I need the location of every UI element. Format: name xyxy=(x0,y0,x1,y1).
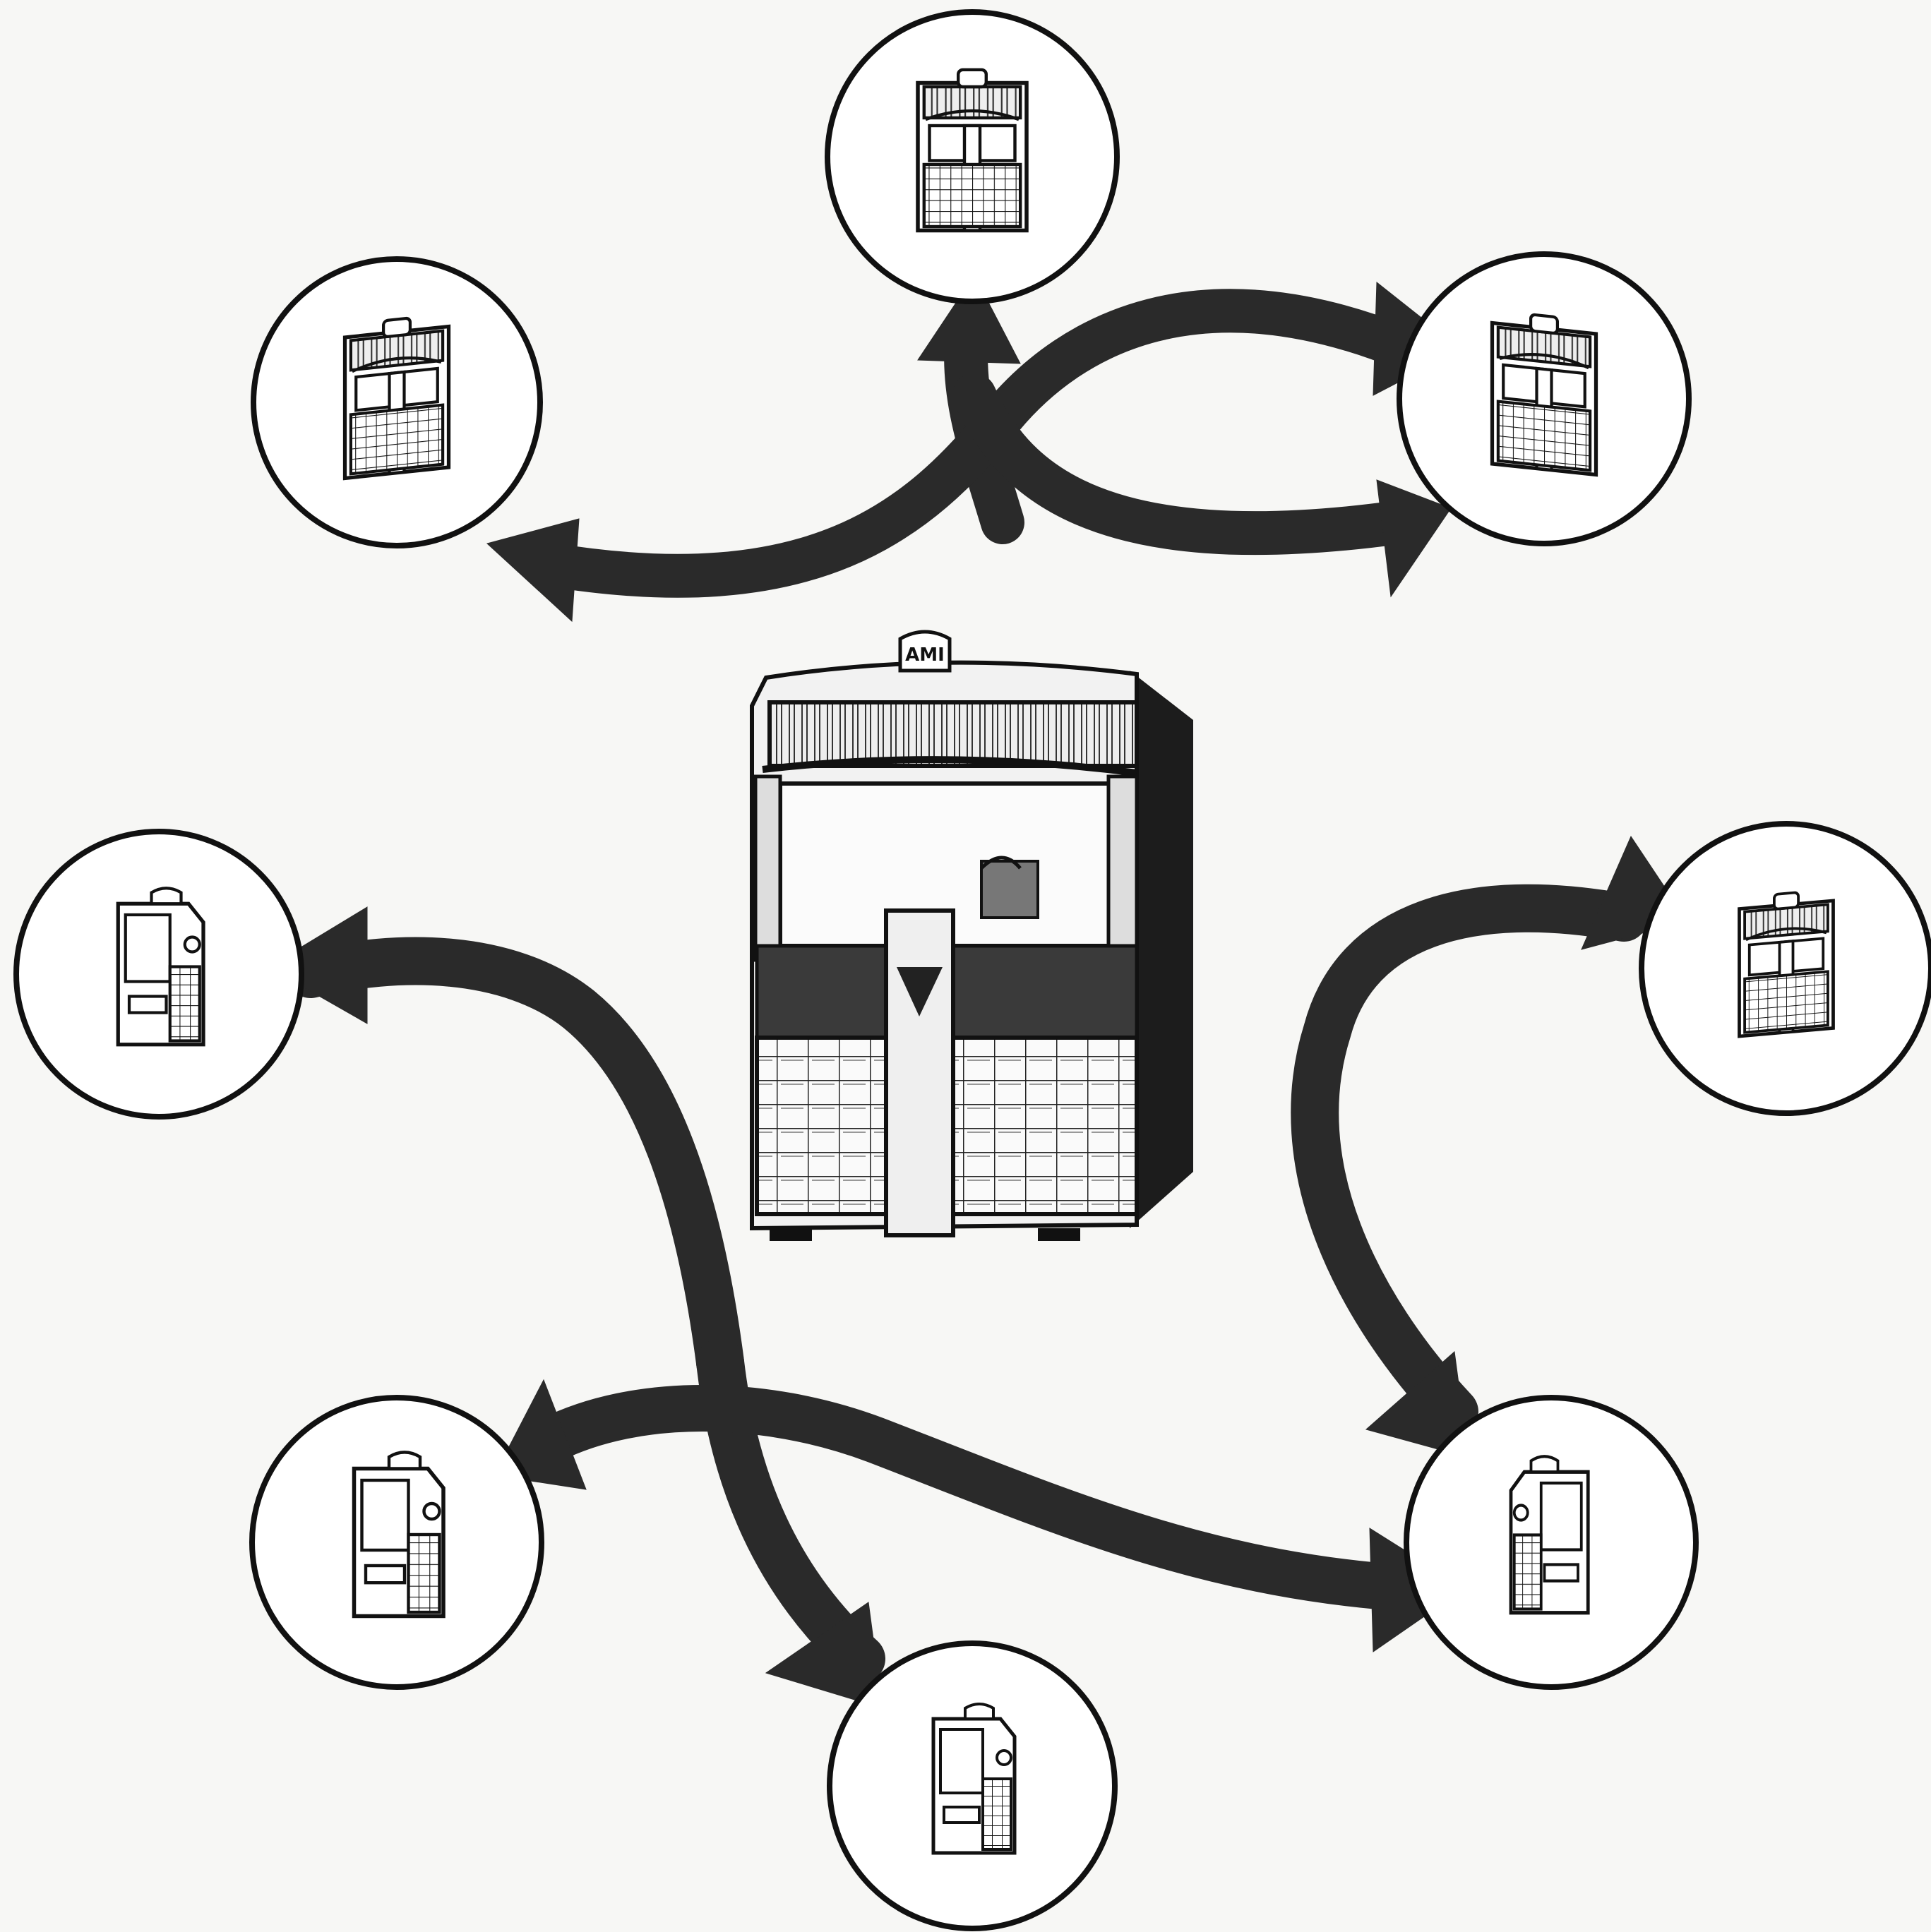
arrow-right-loop xyxy=(1291,884,1648,1436)
arrow-lower-sweep xyxy=(527,1385,1428,1612)
arrowhead-left-side xyxy=(268,906,368,1024)
view-lower-right-profile xyxy=(1404,1395,1699,1690)
view-top-front xyxy=(825,9,1120,304)
view-left-side xyxy=(13,829,304,1120)
arrow-to-left-side xyxy=(287,937,744,1386)
arrows xyxy=(268,275,1688,1709)
arrowhead-upper-right-low xyxy=(1376,479,1452,598)
arrow-upper-sweep-right xyxy=(952,373,1420,556)
record-rack xyxy=(767,700,1139,768)
jukebox-main: AMI xyxy=(750,630,1193,1241)
view-lower-left-rear xyxy=(249,1395,544,1690)
arrowhead-top-front xyxy=(917,275,1021,364)
view-right-side xyxy=(1639,821,1931,1116)
view-bottom-rear xyxy=(827,1640,1118,1931)
view-upper-left xyxy=(251,256,543,548)
arrowhead-bottom-rear xyxy=(765,1602,883,1709)
view-upper-right xyxy=(1397,251,1692,546)
arrowhead-lower-right-profile-high xyxy=(1365,1351,1469,1458)
logo-text: AMI xyxy=(905,644,945,666)
selector-column xyxy=(884,908,955,1237)
display-window xyxy=(778,781,1135,948)
arrowhead-upper-left xyxy=(486,518,580,623)
